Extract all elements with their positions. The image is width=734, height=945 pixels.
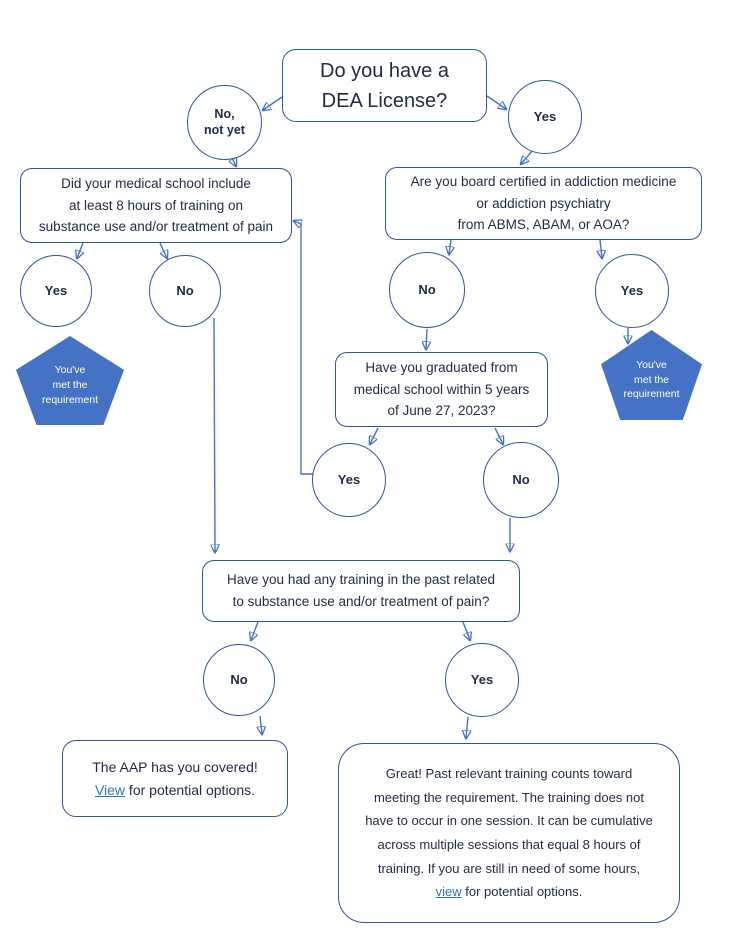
result-aap-line1: The AAP has you covered!	[92, 759, 258, 776]
answer-board-no: No	[389, 252, 465, 328]
view-options-link-lower[interactable]: view	[435, 884, 462, 900]
result-aap-line2: View for potential options.	[95, 779, 255, 801]
connector-board-no-to-graduated	[426, 328, 427, 349]
answer-past-training-no: No	[203, 644, 275, 716]
answer-graduated-no: No	[483, 442, 559, 518]
question-medschool-training: Did your medical school include at least…	[20, 168, 292, 243]
connector-past-training-to-no	[251, 621, 259, 640]
answer-medschool-no: No	[149, 255, 221, 327]
result-aap-covered: The AAP has you covered! View for potent…	[62, 740, 288, 817]
question-dea-license: Do you have a DEA License?	[282, 49, 487, 122]
connector-dea-to-yes	[486, 95, 506, 109]
connector-yes-to-board	[521, 149, 534, 164]
result-great-text: Great! Past relevant training counts tow…	[365, 766, 653, 876]
connector-past-no-to-aap	[260, 715, 262, 734]
connector-medschool-to-yes	[77, 242, 83, 258]
result-great-last-line: view for potential options.	[436, 880, 583, 904]
connector-medschool-to-no	[159, 242, 167, 258]
answer-board-yes: Yes	[595, 254, 669, 328]
question-graduated-5-years: Have you graduated from medical school w…	[335, 352, 548, 427]
result-past-training-counts: Great! Past relevant training counts tow…	[338, 743, 680, 923]
connector-graduated-yes-to-medschool	[294, 221, 313, 475]
connector-past-yes-to-great	[466, 716, 468, 738]
connector-medschool-no-to-past-training	[214, 317, 215, 552]
view-options-link[interactable]: View	[94, 781, 126, 798]
result-great-after-link: for potential options.	[461, 884, 583, 900]
answer-medschool-yes: Yes	[20, 255, 92, 327]
pentagon-met-requirement-left: You've met the requirement	[16, 336, 124, 425]
question-board-certified: Are you board certified in addiction med…	[385, 167, 702, 240]
connector-dea-to-no-not-yet	[263, 96, 283, 110]
answer-past-training-yes: Yes	[445, 643, 519, 717]
answer-graduated-yes: Yes	[312, 443, 386, 517]
result-aap-line2-text: for potential options.	[125, 781, 256, 798]
question-past-training: Have you had any training in the past re…	[202, 560, 520, 622]
pentagon-met-requirement-right: You've met the requirement	[601, 330, 702, 420]
answer-no-not-yet: No, not yet	[187, 85, 262, 160]
connector-graduated-to-yes	[370, 427, 379, 444]
connector-graduated-to-no	[494, 427, 503, 444]
answer-yes-dea: Yes	[508, 80, 582, 154]
connector-past-training-to-yes	[462, 621, 470, 640]
connector-board-to-no	[449, 239, 451, 254]
connector-board-to-yes	[600, 239, 602, 258]
